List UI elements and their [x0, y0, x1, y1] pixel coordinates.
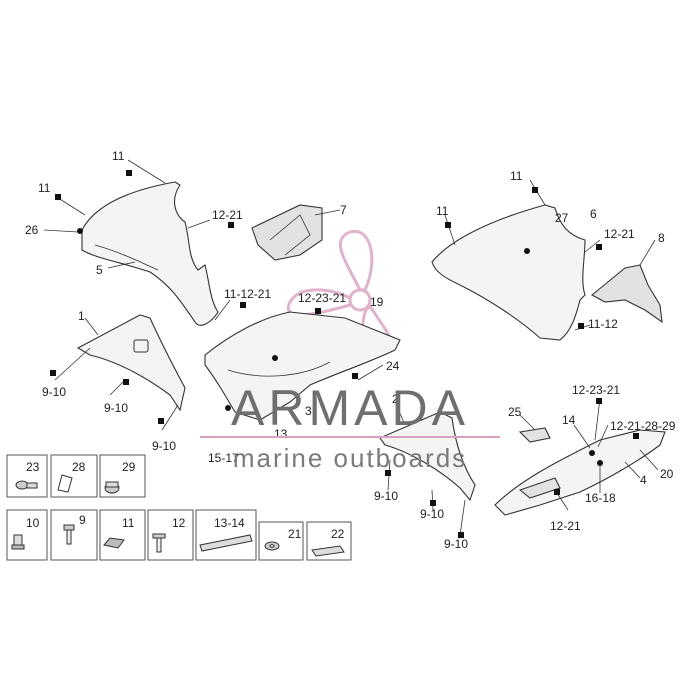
callout-label: 7 — [340, 203, 347, 217]
hardware-box: 10 — [6, 509, 48, 561]
callout-label: 26 — [25, 223, 39, 237]
hardware-box: 12 — [147, 509, 194, 561]
callout-label: 9-10 — [104, 401, 128, 415]
hardware-label: 29 — [122, 460, 136, 474]
bolt-icon — [152, 533, 166, 553]
lower-fairing-part-3 — [204, 311, 401, 421]
hardware-box: 11 — [99, 509, 146, 561]
hardware-label: 13-14 — [214, 516, 245, 530]
hardware-legend: 23 28 29 10 — [6, 454, 352, 561]
right-upper-fairing — [431, 204, 586, 341]
callout-label: 19 — [370, 295, 384, 309]
rivet-icon — [15, 480, 38, 490]
callout-label: 9-10 — [444, 537, 468, 551]
callout-label: 15-17 — [208, 451, 239, 465]
strip-icon — [199, 534, 253, 552]
callout-label: 9-10 — [420, 507, 444, 521]
callout-label: 11-12-21 — [224, 287, 271, 301]
hardware-box: 9 — [50, 509, 98, 561]
inner-panel-part-2 — [379, 411, 476, 502]
hardware-box: 29 — [99, 454, 146, 498]
callout-label: 27 — [555, 211, 569, 225]
hardware-label: 21 — [288, 527, 302, 541]
callout-label: 12-21 — [212, 208, 243, 222]
callout-label: 25 — [508, 405, 522, 419]
callout-dots — [50, 170, 639, 538]
hardware-box: 23 — [6, 454, 48, 498]
bushing-icon — [11, 534, 25, 550]
hardware-label: 10 — [26, 516, 40, 530]
bracket-icon — [311, 545, 345, 557]
hardware-label: 22 — [331, 527, 345, 541]
leader-lines — [43, 159, 659, 536]
clip-icon — [57, 474, 73, 493]
bracket-part-8 — [591, 264, 663, 324]
callout-label: 11 — [436, 204, 449, 218]
callout-label: 11-12 — [588, 317, 618, 331]
callout-label: 9-10 — [42, 385, 66, 399]
callout-label: 12-21 — [550, 519, 581, 533]
grommet-icon — [104, 481, 120, 494]
callout-label: 8 — [658, 231, 665, 245]
callout-label: 6 — [590, 207, 597, 221]
callout-label: 12-21-28-29 — [610, 419, 676, 433]
belly-pan-part-4 — [494, 429, 666, 516]
callout-label: 20 — [660, 467, 674, 481]
callout-label: 11 — [112, 149, 125, 163]
callout-label: 9-10 — [152, 439, 176, 453]
hardware-label: 9 — [79, 513, 86, 527]
callout-label: 24 — [386, 359, 400, 373]
callout-label: 5 — [96, 263, 103, 277]
hardware-box: 13-14 — [195, 509, 257, 561]
hardware-label: 11 — [122, 516, 135, 530]
hardware-box: 28 — [50, 454, 98, 498]
hardware-box: 21 — [258, 521, 304, 561]
callout-label: 1 — [78, 309, 85, 323]
callout-label: 4 — [640, 473, 647, 487]
inner-panel-part-1 — [76, 314, 186, 412]
air-duct-part-7 — [251, 204, 323, 261]
callout-label: 11 — [38, 181, 51, 195]
left-upper-fairing — [81, 181, 219, 326]
hardware-label: 28 — [72, 460, 86, 474]
bracket-part-25 — [518, 427, 551, 443]
callout-label: 14 — [562, 413, 576, 427]
callout-label: 16-18 — [585, 491, 616, 505]
callout-label: 12-23-21 — [298, 291, 346, 305]
callout-label: 2 — [392, 392, 399, 406]
callout-label: 12-21 — [604, 227, 635, 241]
washer-icon — [264, 541, 280, 551]
screw-icon — [63, 524, 75, 545]
watermark-tagline: marine outboards — [233, 443, 467, 473]
nut-clip-icon — [103, 537, 125, 549]
callout-label: 12-23-21 — [572, 383, 620, 397]
callout-label: 3 — [305, 404, 312, 418]
hardware-label: 23 — [26, 460, 40, 474]
callout-label: 9-10 — [374, 489, 398, 503]
callout-label: 11 — [510, 169, 523, 183]
watermark-brand: ARMADA — [231, 380, 469, 436]
hardware-label: 12 — [172, 516, 186, 530]
hardware-box: 22 — [306, 521, 352, 561]
